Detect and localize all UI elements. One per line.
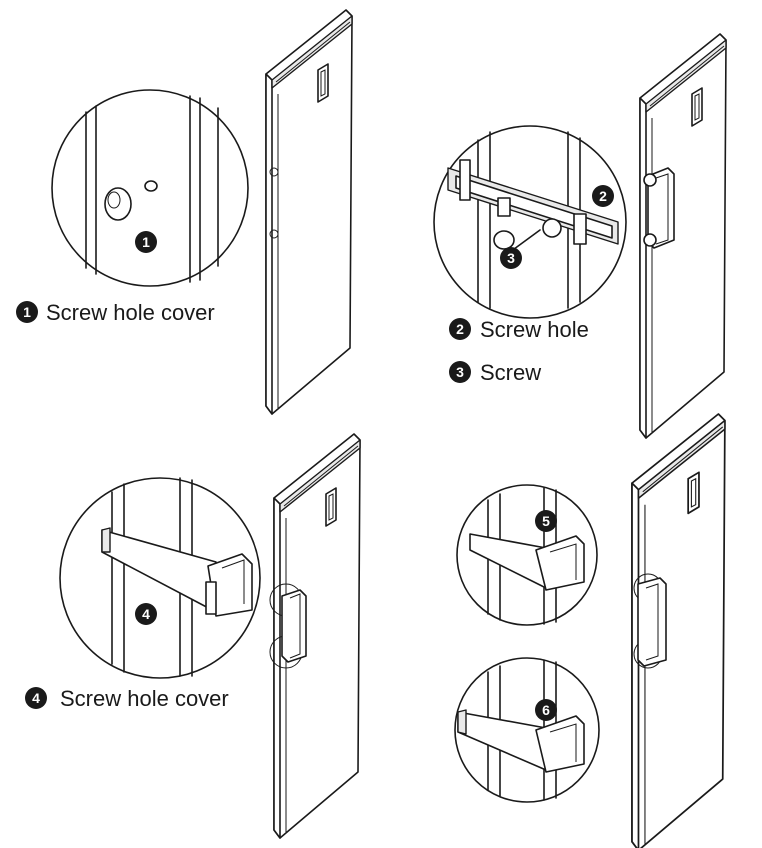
- callout-badge-3: [500, 247, 522, 269]
- callout-number-3: 3: [507, 250, 515, 266]
- label-4-number: 4: [32, 690, 40, 706]
- zoom-circle-1: 1: [51, 89, 249, 287]
- panel-cover-screw-holes: 4 4 Screw hole cover: [25, 433, 361, 839]
- label-2-number: 2: [456, 321, 464, 337]
- door-4-handle: [633, 573, 667, 669]
- callout-number-5: 5: [542, 513, 550, 529]
- label-3-text: Screw: [480, 360, 541, 385]
- label-1-text: Screw hole cover: [46, 300, 215, 325]
- zoom-circle-2: 2 3: [433, 125, 627, 319]
- label-1: 1 Screw hole cover: [16, 300, 215, 325]
- zoom-circle-6: 6: [454, 657, 600, 803]
- door-3-handle: [269, 583, 307, 669]
- label-4: 4 Screw hole cover: [25, 686, 229, 711]
- callout-number-2: 2: [599, 188, 607, 204]
- label-2: 2 Screw hole: [449, 317, 589, 342]
- hole-marker-lower: [269, 229, 279, 239]
- panel-attach-handle: 2 3 2 Screw hole 3 Screw: [433, 33, 727, 439]
- label-3-number: 3: [456, 364, 464, 380]
- callout-badge-2: [592, 185, 614, 207]
- label-2-text: Screw hole: [480, 317, 589, 342]
- hole-marker-upper: [269, 167, 279, 177]
- callout-number-6: 6: [542, 702, 550, 718]
- zoom-circle-5: 5: [456, 484, 598, 626]
- door-1: [265, 9, 353, 415]
- label-3: 3 Screw: [449, 360, 541, 385]
- callout-badge-5: [535, 510, 557, 532]
- zoom-circle-3: 4: [59, 477, 261, 679]
- callout-badge-1: [135, 231, 157, 253]
- callout-badge-6: [535, 699, 557, 721]
- label-4-text: Screw hole cover: [60, 686, 229, 711]
- callout-number-1: 1: [142, 234, 150, 250]
- label-1-number: 1: [23, 304, 31, 320]
- callout-badge-4: [135, 603, 157, 625]
- door-2-handle: [643, 167, 675, 249]
- panel-finished-handle: 5 6: [454, 413, 726, 848]
- callout-number-4: 4: [142, 606, 150, 622]
- panel-remove-screw-hole-cover: 1 1 Screw hole cover: [16, 9, 353, 415]
